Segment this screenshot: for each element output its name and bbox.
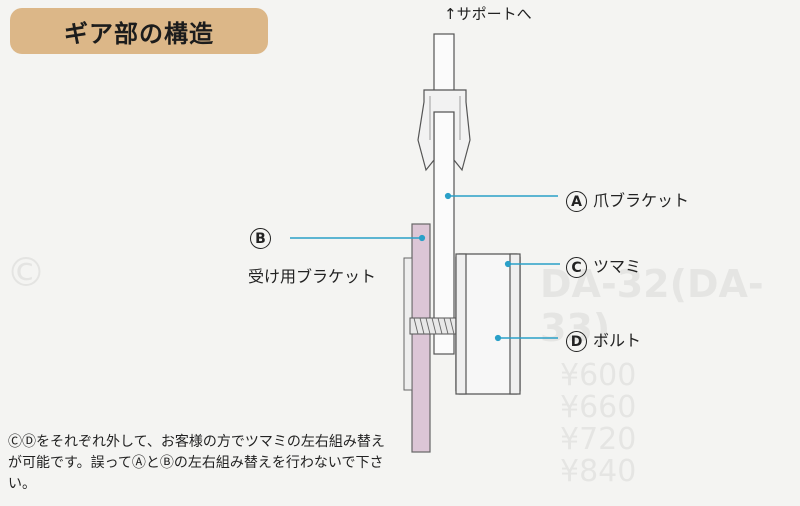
knob-rim-right [509,253,521,395]
label-d-text: ボルト [593,331,642,350]
label-c-letter: C [566,257,587,278]
label-c-text: ツマミ [593,257,642,276]
support-rod [433,33,455,355]
knob-rim-left [455,253,467,395]
assembly-note: ⒸⒹをそれぞれ外して、お客様の方でツマミの左右組み替えが可能です。誤ってⒶとⒷの… [8,434,385,492]
label-a-text: 爪ブラケット [593,191,690,210]
label-b-letter-wrap: B [250,228,277,249]
ghost-text-1: © [6,250,46,296]
page-title: ギア部の構造 [10,8,268,54]
label-b-text: 受け用ブラケット [248,267,377,286]
label-d-letter: D [566,331,587,352]
receiving-bracket [411,223,431,453]
label-c: C ツマミ [566,253,641,278]
ghost-text-3: ¥600¥660¥720¥840 [560,358,637,489]
label-d: D ボルト [566,327,641,352]
claw-bracket [417,89,471,172]
label-b-letter: B [250,228,271,249]
support-label: ↑サポートへ [444,5,532,23]
label-a-letter: A [566,191,587,212]
label-a: A 爪ブラケット [566,187,689,212]
